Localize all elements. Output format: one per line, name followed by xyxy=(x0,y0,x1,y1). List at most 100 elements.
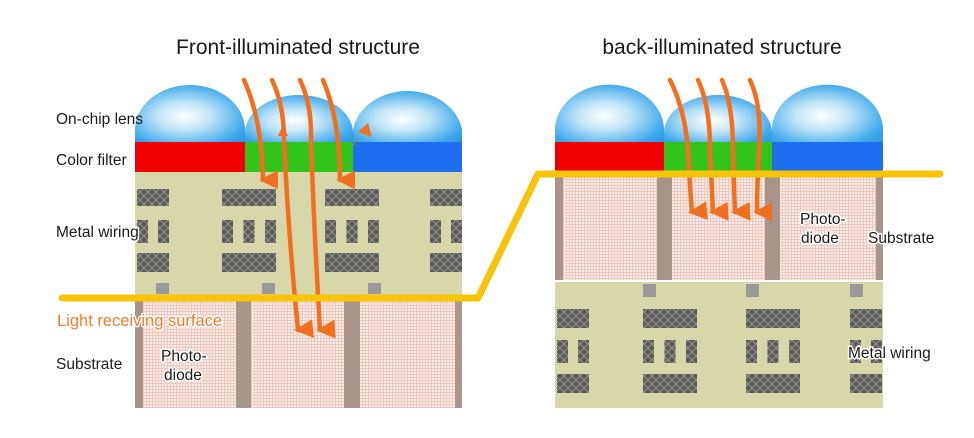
contact-plug xyxy=(643,284,656,297)
label-photodiode-front-1: Photo- xyxy=(161,348,207,365)
label-metal-wiring-back: Metal wiring xyxy=(848,345,931,362)
light-ray-arrow xyxy=(747,77,773,222)
wiring-background xyxy=(135,172,462,300)
metal-wire-bar xyxy=(430,253,462,272)
metal-wire-bar xyxy=(643,309,697,328)
on-chip-lens xyxy=(664,95,772,142)
label-photodiode-back-1: Photo- xyxy=(800,211,846,228)
label-metal-wiring-front: Metal wiring xyxy=(56,224,139,241)
metal-wire-via xyxy=(767,340,779,363)
metal-wire-via xyxy=(746,340,757,363)
metal-wire-bar xyxy=(643,374,697,393)
metal-wire-bar xyxy=(137,189,169,206)
blue-filter xyxy=(772,142,883,171)
metal-wire-via xyxy=(265,220,276,243)
pixel-separator xyxy=(555,176,563,280)
front-wiring-layer xyxy=(135,172,462,300)
light-ray-arrow xyxy=(297,77,336,339)
metal-wire-via xyxy=(158,220,169,243)
metal-wire-bar xyxy=(850,374,882,393)
metal-wire-via xyxy=(789,340,800,363)
photodiode-region xyxy=(555,176,883,280)
metal-wire-via xyxy=(243,220,255,243)
metal-wire-via xyxy=(664,340,676,363)
scattered-light xyxy=(353,137,359,146)
front-illuminated-structure xyxy=(135,77,462,408)
metal-wire-bar xyxy=(557,374,589,393)
label-substrate-back: Substrate xyxy=(868,230,934,247)
pixel-separator xyxy=(876,176,883,280)
on-chip-lens xyxy=(245,95,353,142)
light-ray-arrow xyxy=(241,77,279,190)
contact-plug xyxy=(850,284,863,297)
contact-plug xyxy=(746,284,759,297)
back-light-rays xyxy=(667,77,773,222)
back-illuminated-title: back-illuminated structure xyxy=(602,36,841,59)
pixel-separator xyxy=(765,176,780,280)
label-photodiode-front-2: diode xyxy=(164,367,202,384)
metal-wire-bar xyxy=(557,309,589,328)
front-light-rays xyxy=(241,77,356,339)
on-chip-lens xyxy=(555,84,664,142)
light-receiving-surface-line xyxy=(58,170,944,302)
metal-wire-via xyxy=(871,340,882,363)
pixel-separator xyxy=(236,300,251,408)
light-ray-arrow xyxy=(320,77,356,190)
red-filter xyxy=(135,142,245,172)
front-on-chip-lenses xyxy=(135,85,462,142)
wiring-background xyxy=(555,282,883,408)
light-ray-arrow xyxy=(269,77,314,338)
metal-wire-via xyxy=(643,340,654,363)
metal-wire-via xyxy=(368,220,379,243)
label-on-chip-lens: On-chip lens xyxy=(56,111,143,128)
metal-wire-via xyxy=(686,340,697,363)
pixel-separator xyxy=(657,176,672,280)
metal-wire-bar xyxy=(746,309,800,328)
metal-wire-via xyxy=(578,340,589,363)
metal-wire-bar xyxy=(222,253,276,272)
label-photodiode-back-2: diode xyxy=(801,230,839,247)
pixel-separator xyxy=(344,300,360,408)
back-substrate xyxy=(555,176,883,282)
back-wiring-layer xyxy=(555,282,883,408)
label-color-filter: Color filter xyxy=(56,152,127,169)
contact-plug xyxy=(262,283,275,294)
reflection-arrowhead xyxy=(278,125,288,136)
on-chip-lens xyxy=(135,85,245,142)
metal-wire-via xyxy=(451,220,462,243)
contact-plug xyxy=(368,283,381,294)
blue-filter xyxy=(353,142,462,172)
metal-wire-via xyxy=(325,220,336,243)
light-ray-arrow xyxy=(667,77,708,221)
back-color-filters xyxy=(555,142,883,171)
metal-wire-via xyxy=(850,340,861,363)
back-on-chip-lenses xyxy=(555,84,883,142)
label-substrate-front: Substrate xyxy=(56,356,122,373)
metal-wire-via xyxy=(222,220,233,243)
metal-wire-bar xyxy=(746,374,800,393)
on-chip-lens xyxy=(772,84,883,142)
on-chip-lens xyxy=(353,91,462,142)
metal-wire-bar xyxy=(430,189,462,206)
metal-wire-bar xyxy=(850,309,882,328)
metal-wire-via xyxy=(557,340,568,363)
reflection-arrowhead xyxy=(358,123,372,137)
metal-wire-bar xyxy=(222,189,276,206)
light-ray-arrow xyxy=(695,77,729,221)
metal-wire-via xyxy=(137,220,148,243)
front-illuminated-title: Front-illuminated structure xyxy=(176,36,420,59)
metal-wire-via xyxy=(346,220,358,243)
metal-wire-bar xyxy=(325,253,379,272)
front-color-filters xyxy=(135,142,462,172)
light-ray-arrow xyxy=(719,77,751,221)
pixel-separator xyxy=(135,300,143,408)
metal-wire-bar xyxy=(137,253,169,272)
contact-plug xyxy=(156,283,169,294)
pixel-separator xyxy=(455,300,462,408)
label-light-receiving-surface: Light receiving surface xyxy=(57,312,222,330)
back-illuminated-structure xyxy=(555,77,883,408)
green-filter xyxy=(664,142,772,171)
metal-wire-via xyxy=(430,220,441,243)
metal-wire-bar xyxy=(325,189,379,206)
